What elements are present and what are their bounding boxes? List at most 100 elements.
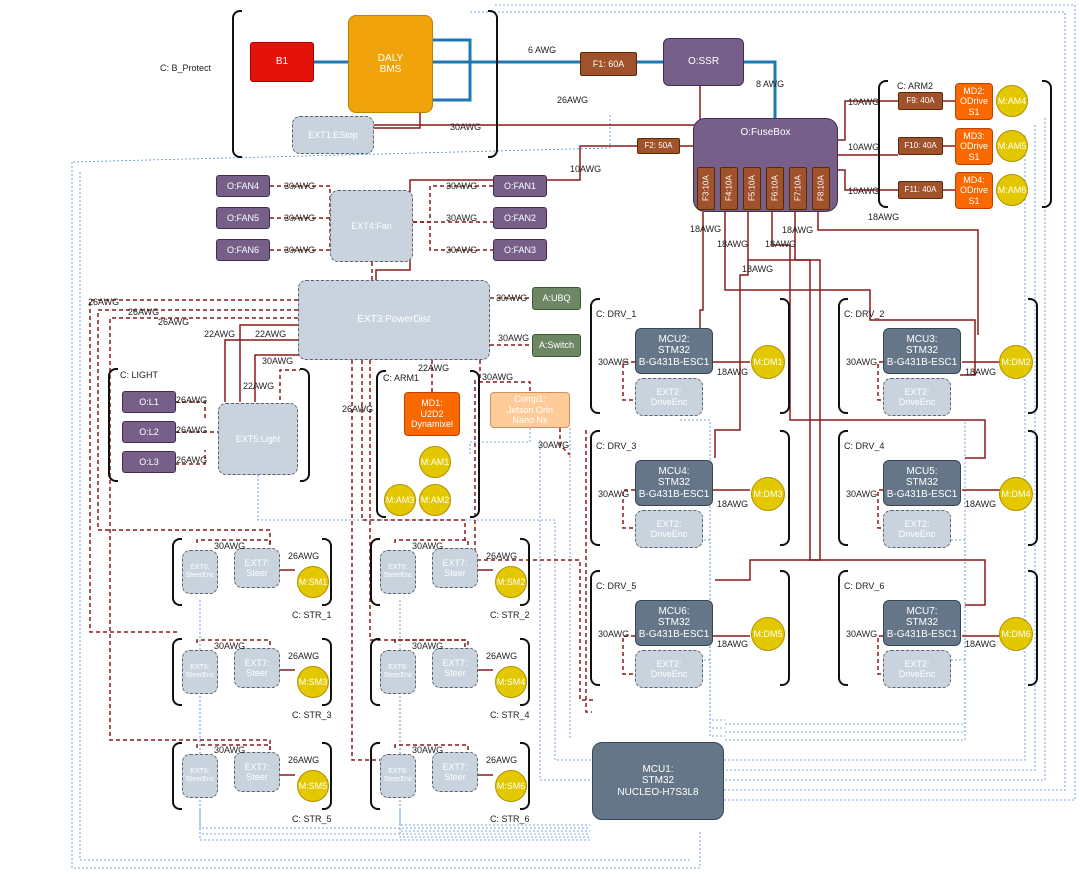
main-mcu: MCU1: STM32 NUCLEO-H7S3L8: [592, 742, 724, 820]
data-wire: [722, 135, 1026, 761]
drive-motor: M:DM1: [751, 345, 785, 379]
gauge-label-30awg: 30AWG: [598, 357, 630, 367]
gauge-label-18awg: 18AWG: [868, 212, 900, 222]
light-label: C: LIGHT: [120, 370, 159, 380]
drive-mcu-id: MCU2:: [658, 333, 690, 345]
gauge-label-8awg: 8 AWG: [756, 79, 785, 89]
drive-brace-right: [780, 298, 790, 414]
gauge-label-26awg: 26AWG: [288, 651, 320, 661]
gauge-label-26awg: 26AWG: [176, 395, 208, 405]
gauge-label-18awg: 18AWG: [965, 367, 997, 377]
jetson-computer: Comp1: Jetson Orin Nano Nx: [490, 392, 570, 428]
ubq-accessory: A:UBQ: [532, 287, 581, 310]
fan-output: O:FAN6: [216, 239, 270, 261]
odrive-driver: MD4: ODrive S1: [955, 172, 993, 209]
data-wire: [399, 600, 590, 838]
fusebox-fuse: F6:10A: [766, 167, 784, 210]
steer-actuator: EXT7: Steer: [234, 548, 280, 588]
signal-wire: [369, 360, 466, 648]
steer-brace: [172, 742, 182, 810]
gauge-label-30awg: 30AWG: [284, 245, 316, 255]
light-brace: [108, 368, 118, 482]
drive-encoder: EXT2: DriveEnc: [635, 510, 703, 548]
steer-encoder: EXT6: SteerEnc: [182, 550, 218, 594]
gauge-label-26awg: 26AWG: [176, 425, 208, 435]
gauge-label-30awg: 30AWG: [446, 181, 478, 191]
gauge-label-26awg: 26AWG: [557, 95, 589, 105]
gauge-label-30awg: 30AWG: [284, 181, 316, 191]
drive-mcu: MCU4:STM32 B-G431B-ESC1: [635, 460, 713, 506]
signal-wire: [351, 360, 380, 761]
gauge-label-18awg: 18AWG: [717, 499, 749, 509]
gauge-label-18awg: 18AWG: [765, 239, 797, 249]
signal-wire: [394, 744, 469, 755]
gauge-label-30awg: 30AWG: [846, 489, 878, 499]
arm-motor: M:AM2: [419, 484, 451, 516]
signal-wire: [622, 635, 635, 675]
light-hub: EXT5:Light: [218, 403, 298, 475]
steer-actuator: EXT7: Steer: [432, 648, 478, 688]
gauge-label-22awg: 22AWG: [204, 329, 236, 339]
steer-brace-right: [520, 538, 530, 606]
gauge-label-30awg: 30AWG: [214, 641, 246, 651]
signal-wire: [622, 361, 635, 401]
gauge-label-18awg: 18AWG: [965, 499, 997, 509]
steer-brace-right: [322, 742, 332, 810]
drive-mcu: MCU7:STM32 B-G431B-ESC1: [883, 600, 961, 646]
b-protect-label: C: B_Protect: [160, 63, 212, 73]
dc-wire: [817, 212, 979, 335]
drive-mcu-id: MCU6:: [658, 605, 690, 617]
gauge-label-10awg: 10AWG: [848, 142, 880, 152]
signal-wire: [196, 744, 271, 755]
gauge-label-18awg: 18AWG: [717, 239, 749, 249]
drive-brace: [838, 430, 848, 546]
dc-wire: [838, 100, 898, 141]
drive-motor: M:DM2: [999, 345, 1033, 379]
steer-group-label: C: STR_5: [292, 814, 332, 824]
drive-brace-right: [1028, 570, 1038, 686]
arm-motor: M:AM4: [996, 85, 1028, 117]
steer-group-label: C: STR_3: [292, 710, 332, 720]
drive-brace: [590, 298, 600, 414]
gauge-label-30awg: 30AWG: [598, 629, 630, 639]
gauge-label-26awg: 26AWG: [486, 551, 518, 561]
signal-wire: [479, 360, 531, 392]
steer-actuator: EXT7: Steer: [432, 548, 478, 588]
dc-wire: [254, 354, 300, 402]
gauge-label-30awg: 30AWG: [412, 745, 444, 755]
signal-wire: [394, 539, 469, 550]
gauge-label-30awg: 30AWG: [214, 745, 246, 755]
steer-actuator: EXT7: Steer: [234, 752, 280, 792]
gauge-label-26awg: 26AWG: [158, 317, 190, 327]
gauge-label-10awg: 10AWG: [570, 164, 602, 174]
steer-group-label: C: STR_6: [490, 814, 530, 824]
drive-brace-right: [780, 570, 790, 686]
data-wire: [71, 162, 701, 869]
drive-brace-right: [780, 430, 790, 546]
steer-brace-right: [322, 638, 332, 706]
fuse-f1: F1: 60A: [580, 52, 637, 76]
dc-wire: [714, 212, 749, 458]
dynamixel-driver: MD1: U2D2 Dynamixel: [404, 392, 460, 436]
steer-group-label: C: STR_2: [490, 610, 530, 620]
steer-encoder: EXT6: SteerEnc: [182, 650, 218, 694]
data-wire: [469, 428, 531, 455]
arm2-fuse: F10: 40A: [898, 137, 943, 155]
light-lamp: O:L2: [122, 421, 176, 443]
drive-mcu-id: MCU7:: [906, 605, 938, 617]
dc-wire: [224, 339, 300, 402]
gauge-label-30awg: 30AWG: [412, 541, 444, 551]
steer-brace: [370, 538, 380, 606]
drive-mcu-id: MCU5:: [906, 465, 938, 477]
steer-motor: M:SM6: [495, 770, 527, 802]
gauge-label-30awg: 30AWG: [284, 213, 316, 223]
b-protect-brace-right: [488, 10, 498, 158]
arm1-brace: [376, 370, 386, 518]
odrive-driver: MD2: ODrive S1: [955, 83, 993, 120]
arm-motor: M:AM3: [384, 484, 416, 516]
fuse-f2: F2: 50A: [637, 138, 680, 154]
steer-group-label: C: STR_1: [292, 610, 332, 620]
drive-encoder: EXT2: DriveEnc: [883, 510, 951, 548]
drive-motor: M:DM3: [751, 477, 785, 511]
